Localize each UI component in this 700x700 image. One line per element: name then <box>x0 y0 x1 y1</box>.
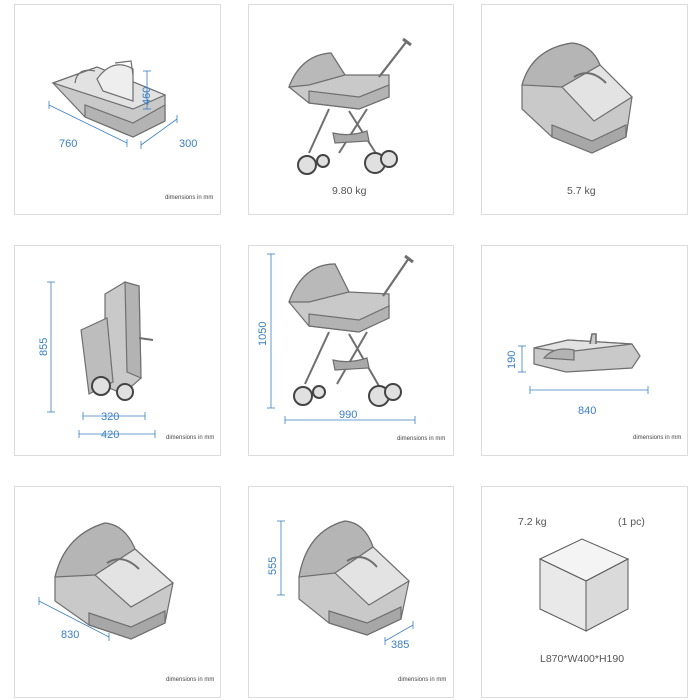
panel-stroller-dimensions: 1050 990 dimensions in mm <box>248 245 454 456</box>
dim-folded-bassinet-length: 840 <box>578 405 597 417</box>
package-size: L870*W400*H190 <box>540 653 625 665</box>
dim-length: 760 <box>59 138 78 150</box>
dim-folded-length: 420 <box>101 429 120 441</box>
panel-bassinet-weight: 5.7 kg <box>481 4 688 215</box>
dim-height: 460 <box>141 86 153 105</box>
dim-stroller-height: 1050 <box>257 321 269 346</box>
dim-folded-height: 855 <box>38 337 50 356</box>
dim-bassinet-height: 555 <box>267 556 279 575</box>
dimensions-note: dimensions in mm <box>165 195 214 201</box>
stroller-illustration <box>288 37 412 175</box>
bassinet-illustration <box>48 60 178 149</box>
dim-folded-bassinet-height: 190 <box>506 350 518 369</box>
stroller-weight-label: 9.80 kg <box>332 185 367 197</box>
panel-stroller-weight: 9.80 kg <box>248 4 454 215</box>
package-count: (1 pc) <box>618 516 645 528</box>
panel-bassinet-folded: 190 840 dimensions in mm <box>481 245 688 456</box>
panel-bassinet-length: 830 dimensions in mm <box>14 486 221 698</box>
stroller-illustration <box>267 253 416 424</box>
dim-bassinet-length: 830 <box>61 629 80 641</box>
dim-bassinet-width: 385 <box>391 639 410 651</box>
dimensions-note: dimensions in mm <box>166 677 215 683</box>
dim-width: 300 <box>179 138 198 150</box>
panel-bassinet-height: 555 385 dimensions in mm <box>248 486 454 698</box>
dimensions-note: dimensions in mm <box>398 677 447 683</box>
bassinet-weight-label: 5.7 kg <box>567 185 596 197</box>
package-weight: 7.2 kg <box>518 516 547 528</box>
panel-bassinet-dimensions: 760 460 300 dimensions in mm <box>14 4 221 215</box>
panel-stroller-folded: 855 320 420 dimensions in mm <box>14 245 221 456</box>
dimensions-note: dimensions in mm <box>397 436 446 442</box>
dimensions-note: dimensions in mm <box>633 435 682 441</box>
package-box-illustration <box>538 538 630 632</box>
bassinet-illustration <box>277 520 414 645</box>
dim-stroller-length: 990 <box>339 409 358 421</box>
dim-folded-width: 320 <box>101 411 120 423</box>
folded-stroller-illustration <box>47 281 156 438</box>
bassinet-illustration <box>38 522 175 641</box>
panel-package: 7.2 kg (1 pc) L870*W400*H190 <box>481 486 688 698</box>
folded-bassinet-illustration <box>518 333 649 394</box>
bassinet-illustration <box>521 42 633 154</box>
dimensions-note: dimensions in mm <box>166 435 215 441</box>
